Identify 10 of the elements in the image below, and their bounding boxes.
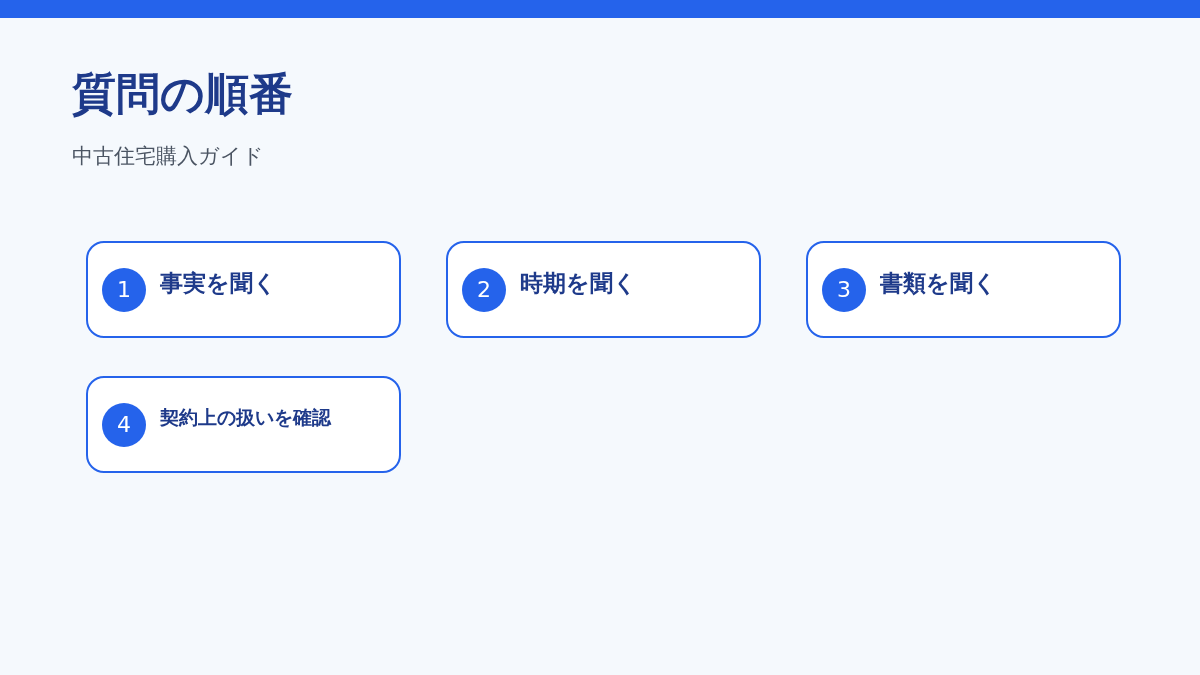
step-text: 時期を聞く [520,272,637,295]
step-card [86,241,401,338]
subtitle: 中古住宅購入ガイド [72,146,264,167]
step-card [446,241,761,338]
step-text: 書類を聞く [880,272,997,295]
step-text: 事実を聞く [160,272,277,295]
title: 質問の順番 [72,67,293,121]
step-text: 契約上の扱いを確認 [160,408,331,427]
step-card [806,241,1121,338]
step-card [86,376,401,473]
